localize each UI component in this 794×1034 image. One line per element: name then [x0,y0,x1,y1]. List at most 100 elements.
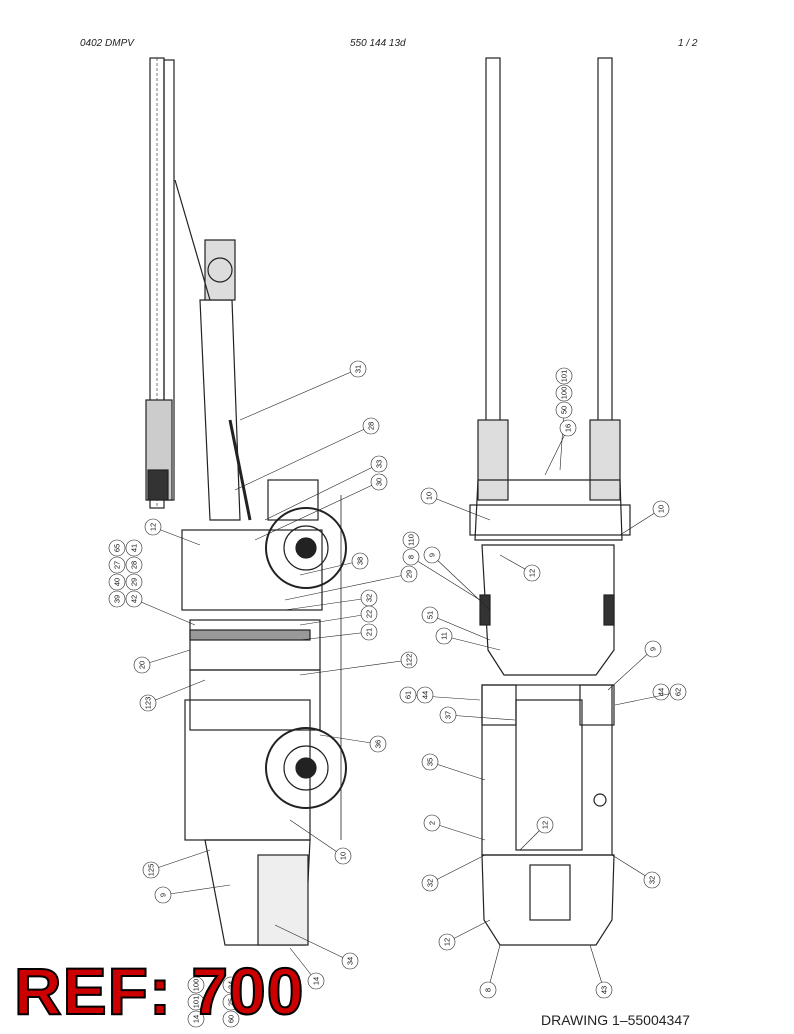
side-callout: 29 [125,573,143,591]
cab-top [267,479,319,521]
side-callout: 32 [284,589,378,611]
svg-text:39: 39 [113,595,122,603]
svg-text:22: 22 [365,610,374,618]
svg-text:32: 32 [648,876,657,884]
side-callout: 31 [239,360,367,421]
reference-label: REF: 700 [13,954,305,1028]
svg-text:41: 41 [130,544,139,552]
svg-text:28: 28 [367,422,376,430]
svg-text:65: 65 [113,544,122,552]
top-callout: 43 [589,944,613,999]
svg-text:43: 43 [600,986,609,994]
top-callout: 32 [611,854,661,889]
svg-text:40: 40 [113,578,122,586]
rear-wheel [265,727,347,809]
top-callout: 101 [555,367,573,385]
svg-text:44: 44 [657,688,666,696]
svg-text:36: 36 [374,740,383,748]
side-callout: 41 [125,539,143,557]
svg-text:9: 9 [428,553,437,557]
top-callout: 50 [555,401,573,471]
svg-text:10: 10 [339,852,348,860]
front-plate [481,544,615,676]
svg-text:21: 21 [365,628,374,636]
carrier-mid [189,619,321,671]
svg-text:61: 61 [404,691,413,699]
svg-text:37: 37 [444,711,453,719]
drawing-number: DRAWING 1–55004347 [541,1012,690,1028]
side-callout: 10 [289,819,352,865]
side-callout: 36 [319,734,387,753]
side-callout: 14 [187,1010,205,1028]
side-callout: 24 [222,976,240,994]
svg-text:60: 60 [227,1015,236,1023]
svg-text:29: 29 [405,570,414,578]
svg-text:12: 12 [149,523,158,531]
side-callout: 27 [108,556,126,574]
top-callout: 62 [614,683,687,706]
svg-text:28: 28 [130,561,139,569]
top-callout: 10 [619,500,670,536]
side-callout: 21 [299,623,378,641]
svg-text:33: 33 [375,460,384,468]
side-callout: 22 [299,605,378,626]
svg-text:20: 20 [138,661,147,669]
right-feed-beam [597,57,613,439]
svg-text:8: 8 [484,988,493,992]
left-feed-beam [485,57,501,439]
side-view-machine [145,57,347,946]
svg-text:9: 9 [649,647,658,651]
top-callout: 61 [399,686,481,704]
svg-text:110: 110 [407,534,416,546]
side-callout: 28 [125,556,143,574]
side-callout: 101 [187,993,205,1011]
top-callout: 44 [652,683,670,701]
svg-text:101: 101 [192,996,201,1009]
boom-mount [474,479,623,541]
svg-text:8: 8 [407,555,416,559]
top-callout: 12 [519,816,554,851]
svg-text:16: 16 [564,424,573,432]
top-callout: 2 [423,814,486,841]
svg-text:51: 51 [426,611,435,619]
side-callout: 65 [108,539,126,557]
side-callout: 42 [125,590,196,626]
side-callout: 60 [222,1010,240,1028]
top-callout: 11 [435,627,501,651]
side-callout: 100 [187,976,205,994]
top-callout: 110 [402,531,420,549]
svg-text:30: 30 [375,478,384,486]
top-callout: 8 [479,944,501,999]
side-callout: 39 [108,590,126,608]
svg-text:11: 11 [440,632,449,640]
side-callout: 29 [284,565,418,601]
svg-text:100: 100 [560,387,569,400]
side-callout: 34 [274,924,359,970]
top-callout: 35 [421,753,486,781]
svg-text:35: 35 [426,758,435,766]
svg-text:34: 34 [346,957,355,965]
side-callout: 9 [154,884,231,904]
side-callout: 28 [234,417,380,491]
svg-text:123: 123 [144,697,153,710]
svg-text:14: 14 [192,1015,201,1023]
top-callout: 37 [439,706,516,724]
side-callout: 125 [142,849,211,879]
svg-text:62: 62 [674,688,683,696]
svg-text:12: 12 [541,821,550,829]
svg-text:38: 38 [356,557,365,565]
svg-text:44: 44 [421,691,430,699]
svg-text:10: 10 [657,505,666,513]
svg-text:122: 122 [405,654,414,667]
side-callout: 20 [133,649,191,674]
svg-text:125: 125 [147,864,156,877]
header-page-number: 1 / 2 [678,38,698,49]
svg-text:31: 31 [354,365,363,373]
svg-text:42: 42 [130,595,139,603]
svg-text:2: 2 [428,821,437,825]
side-callout: 40 [108,573,126,591]
top-callout: 44 [416,686,434,704]
boom-head [204,239,236,301]
